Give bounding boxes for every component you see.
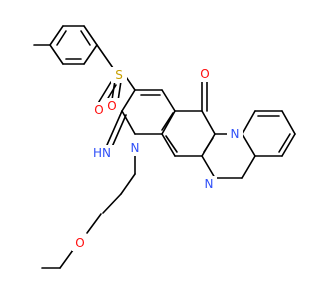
bond (83, 25, 98, 46)
atom-label-nitrogen: N (205, 177, 214, 191)
bond (121, 89, 136, 112)
bond (96, 44, 114, 69)
bond (281, 133, 296, 157)
bond (111, 114, 127, 148)
atom-label-oxygen: O (75, 236, 84, 250)
atom-label-imine: HN (93, 146, 111, 160)
bond (56, 30, 67, 46)
bond (241, 110, 256, 135)
atom-label-oxygen: O (107, 99, 116, 113)
bond (120, 173, 136, 195)
atom-label-oxygen: O (94, 103, 103, 117)
bond (117, 80, 122, 102)
bond (96, 81, 112, 106)
bond (80, 30, 91, 46)
bond (165, 135, 178, 153)
bond (201, 155, 216, 179)
bond (121, 110, 136, 135)
bond (161, 133, 176, 157)
bond (203, 137, 214, 153)
bond (59, 249, 74, 269)
bond (106, 110, 123, 146)
bonds (33, 25, 296, 269)
bond (241, 155, 256, 179)
atom-labels: O S O O N N N HN O (72, 66, 243, 251)
atom-label-sulfur: S (115, 68, 123, 82)
atom-label-nitrogen: N (231, 127, 240, 141)
atom-label-oxygen: O (200, 67, 209, 81)
bond (281, 110, 296, 135)
bond (241, 133, 256, 157)
bond (86, 213, 102, 234)
bond (49, 44, 64, 65)
bond (161, 112, 174, 131)
bond (201, 110, 216, 135)
atom-label-nitrogen: N (131, 141, 140, 155)
bond (83, 44, 98, 65)
bond (49, 25, 64, 46)
bond (278, 133, 291, 153)
bond (161, 89, 176, 112)
chemical-structure-diagram: O S O O N N N HN O (33, 25, 296, 269)
bond (102, 193, 122, 214)
bond (161, 110, 176, 135)
